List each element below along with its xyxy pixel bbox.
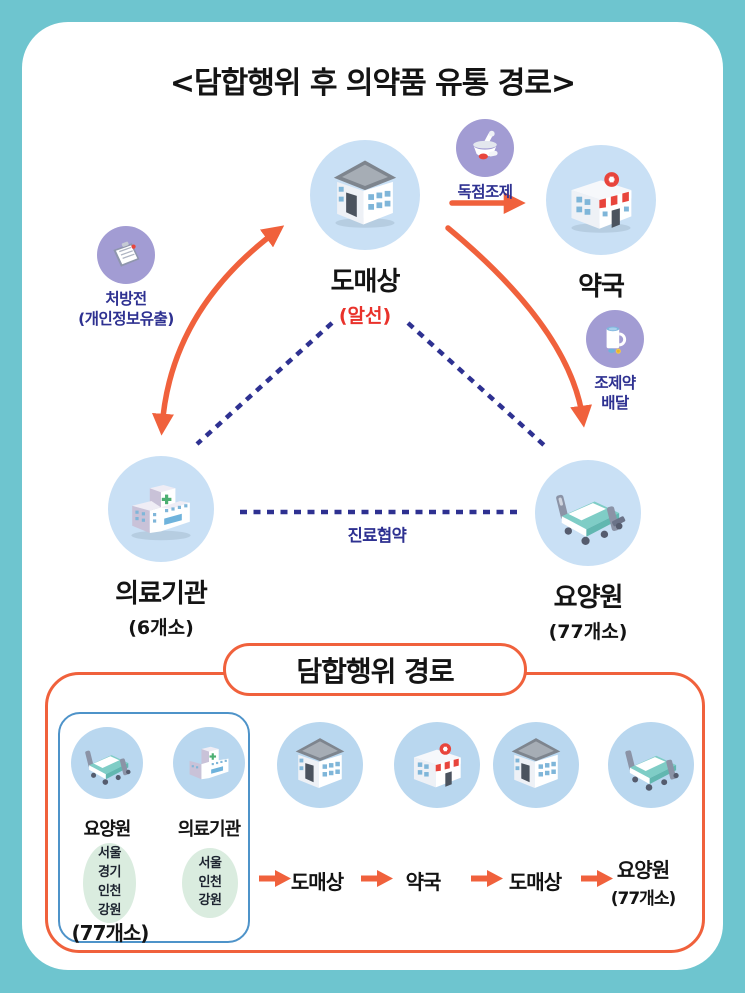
flow-step-3: 도매상 — [508, 870, 562, 894]
collusion-source-box: 요양원 서울 경기 인천 강원 (77개소) 의료기관 서울 — [58, 712, 250, 945]
wholesaler-label: 도매상 — [330, 267, 401, 297]
flow-arrow-3 — [471, 870, 503, 887]
badge-delivery: 조제약 배달 — [555, 310, 675, 413]
mini-medical-label: 의료기관 — [177, 819, 241, 840]
wholesale-building-icon — [333, 160, 397, 228]
delivery-circle — [586, 310, 644, 368]
flow-circle-pharmacy — [394, 722, 480, 808]
badge-prescription: 처방전 (개인정보유출) — [50, 226, 202, 329]
mini-nursing-circle — [71, 727, 143, 799]
mini-nursing-label: 요양원 — [83, 819, 132, 840]
node-nursing: 요양원 (77개소) — [508, 460, 668, 644]
pharmacy-label: 약국 — [578, 272, 625, 302]
medicine-cup-icon — [606, 326, 627, 354]
monopoly-label: 독점조제 — [457, 183, 513, 201]
wholesaler-note: (알선) — [338, 305, 392, 327]
mortar-pestle-icon — [473, 130, 498, 160]
delivery-line1: 조제약 — [594, 374, 636, 392]
flow-step-4: 요양원 (77개소) — [598, 854, 688, 909]
medical-label: 의료기관 — [115, 579, 208, 609]
node-pharmacy: 약국 — [521, 145, 681, 303]
flow-step-2: 약국 — [405, 870, 442, 894]
clipboard-icon — [113, 241, 140, 267]
nursing-region-list: 서울 경기 인천 강원 — [83, 843, 136, 923]
mini-node-medical: 의료기관 — [170, 727, 248, 841]
flow-step-1: 도매상 — [290, 870, 344, 894]
nursing-group-count: (77개소) — [71, 921, 150, 945]
nursing-count: (77개소) — [548, 621, 628, 643]
flow-circle-wholesaler-2 — [493, 722, 579, 808]
hospital-building-icon — [131, 485, 191, 541]
flow-step-4-label: 요양원 — [616, 858, 670, 882]
flow-step-4-count: (77개소) — [610, 889, 676, 909]
prescription-circle — [97, 226, 155, 284]
wholesale-building-icon — [511, 738, 561, 789]
page-title: <담합행위 후 의약품 유통 경로> — [169, 66, 576, 101]
medical-circle — [108, 456, 214, 562]
hospital-bed-icon — [85, 750, 131, 785]
prescription-line2: (개인정보유출) — [78, 310, 174, 329]
pharmacy-building-icon — [413, 743, 461, 788]
pharmacy-building-icon — [571, 172, 632, 233]
wholesale-building-icon — [295, 738, 345, 789]
flow-arrow-2 — [361, 870, 393, 887]
collusion-section-title: 담합행위 경로 — [223, 643, 527, 696]
flow-arrow-1 — [259, 870, 291, 887]
flow-circle-wholesaler-1 — [277, 722, 363, 808]
node-medical: 의료기관 (6개소) — [81, 456, 241, 640]
monopoly-circle — [456, 119, 514, 177]
nursing-label: 요양원 — [553, 583, 624, 613]
mini-medical-circle — [173, 727, 245, 799]
agreement-label: 진료협약 — [347, 526, 407, 545]
prescription-line1: 처방전 — [105, 290, 147, 308]
medical-region-list: 서울 인천 강원 — [182, 848, 238, 918]
hospital-bed-icon — [625, 750, 679, 791]
wholesaler-circle — [310, 140, 420, 250]
pharmacy-circle — [546, 145, 656, 255]
nursing-circle — [535, 460, 641, 566]
hospital-bed-icon — [556, 494, 626, 545]
flow-circle-nursing — [608, 722, 694, 808]
mini-node-nursing: 요양원 — [68, 727, 146, 841]
flow-arrow-4 — [581, 870, 613, 887]
hospital-building-icon — [189, 746, 229, 780]
medical-count: (6개소) — [128, 617, 194, 639]
node-wholesaler: 도매상 (알선) — [285, 140, 445, 328]
badge-monopoly: 독점조제 — [425, 119, 545, 202]
delivery-line2: 배달 — [601, 394, 629, 413]
